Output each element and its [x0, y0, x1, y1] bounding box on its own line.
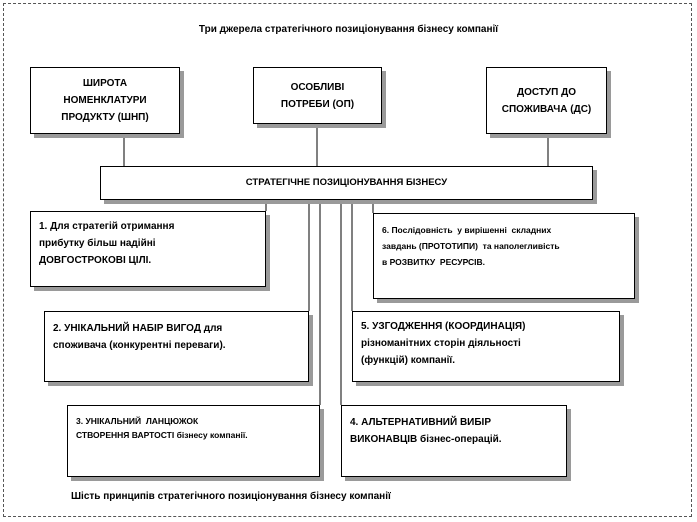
diagram-caption: Шість принципів стратегічного позиціонув… — [71, 491, 391, 502]
source-box-text: ШИРОТА — [82, 78, 128, 89]
source-box-customer-access: ДОСТУП ДО СПОЖИВАЧА (ДС) — [486, 67, 607, 134]
central-box-label: СТРАТЕГІЧНЕ ПОЗИЦІОНУВАННЯ БІЗНЕСУ — [245, 176, 448, 188]
principle-text: різноманітних сторін діяльності — [361, 338, 521, 349]
principle-text: в РОЗВИТКУ РЕСУРСІВ. — [382, 257, 486, 268]
principle-text: ДОВГОСТРОКОВІ ЦІЛІ. — [39, 255, 152, 266]
principle-text: 5. УЗГОДЖЕННЯ (КООРДИНАЦІЯ) — [361, 321, 526, 332]
principle-box-5: 5. УЗГОДЖЕННЯ (КООРДИНАЦІЯ) різноманітни… — [352, 311, 620, 382]
principle-text: 1. Для стратегій отримання — [39, 221, 175, 232]
central-box: СТРАТЕГІЧНЕ ПОЗИЦІОНУВАННЯ БІЗНЕСУ — [100, 166, 593, 200]
principle-text: завдань (ПРОТОТИПИ) та наполегливість — [382, 241, 560, 252]
principle-text: 6. Послідовність у вирішенні складних — [382, 225, 552, 235]
source-box-product-range: ШИРОТА НОМЕНКЛАТУРИ ПРОДУКТУ (ШНП) — [30, 67, 180, 134]
principle-text: споживача (конкурентні переваги). — [53, 340, 226, 351]
principle-box-6: 6. Послідовність у вирішенні складних за… — [373, 213, 635, 299]
source-box-text: ПОТРЕБИ (ОП) — [280, 98, 355, 110]
principle-text: 2. УНІКАЛЬНИЙ НАБІР ВИГОД для — [53, 323, 223, 334]
source-box-text: НОМЕНКЛАТУРИ — [63, 95, 147, 106]
principle-text: прибутку більш надійні — [39, 238, 156, 249]
principle-box-3: 3. УНІКАЛЬНИЙ ЛАНЦЮЖОК СТВОРЕННЯ ВАРТОСТ… — [67, 405, 320, 477]
source-box-special-needs: ОСОБЛИВІ ПОТРЕБИ (ОП) — [253, 67, 382, 124]
principle-text: ВИКОНАВЦІВ бізнес-операцій. — [350, 434, 502, 445]
principle-box-1: 1. Для стратегій отримання прибутку біль… — [30, 211, 266, 287]
principle-box-4: 4. АЛЬТЕРНАТИВНИЙ ВИБІР ВИКОНАВЦІВ бізне… — [341, 405, 567, 477]
source-box-text: СПОЖИВАЧА (ДС) — [501, 103, 592, 115]
source-box-text: ПРОДУКТУ (ШНП) — [61, 112, 149, 123]
diagram-title: Три джерела стратегічного позиціонування… — [198, 24, 499, 35]
principle-text: 4. АЛЬТЕРНАТИВНИЙ ВИБІР — [350, 417, 491, 428]
principle-box-2: 2. УНІКАЛЬНИЙ НАБІР ВИГОД для споживача … — [44, 311, 309, 382]
principle-text: СТВОРЕННЯ ВАРТОСТІ бізнесу компанії. — [76, 430, 248, 441]
principle-text: (функцій) компанії. — [361, 355, 455, 366]
source-box-text: ДОСТУП ДО — [516, 86, 577, 98]
principle-text: 3. УНІКАЛЬНИЙ ЛАНЦЮЖОК — [76, 416, 199, 426]
figure-frame — [3, 3, 692, 517]
source-box-text: ОСОБЛИВІ — [290, 81, 345, 93]
